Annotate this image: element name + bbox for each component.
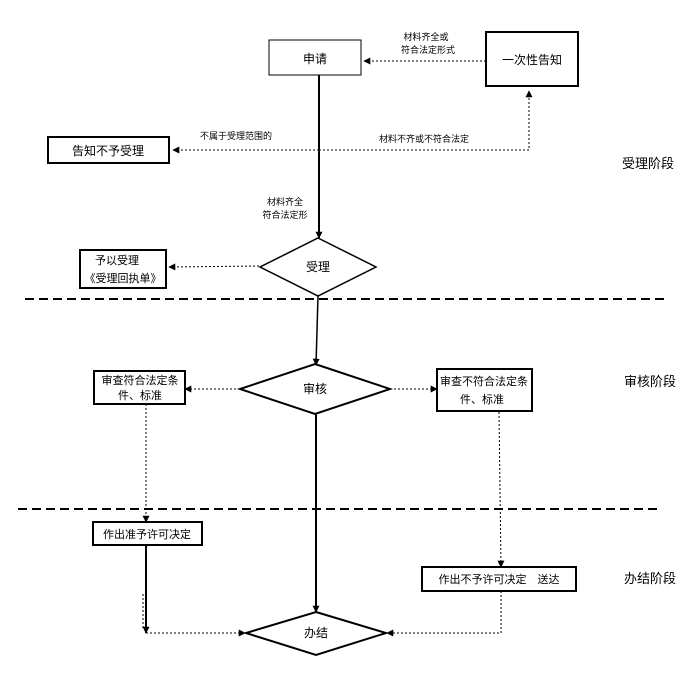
stage-label-completion: 办结阶段 bbox=[624, 572, 676, 587]
edge-label-out-of-scope: 不属于受理范围的 bbox=[200, 130, 272, 142]
node-notify-reject-label: 告知不予受理 bbox=[72, 144, 144, 158]
node-accept-label: 受理 bbox=[306, 260, 330, 274]
arrow-deny-to-complete bbox=[386, 591, 502, 637]
node-grant-accept-line2: 《受理回执单》 bbox=[85, 271, 162, 285]
node-apply-box bbox=[268, 39, 362, 76]
arrow-accept-to-receipt bbox=[168, 263, 260, 271]
node-review-diamond bbox=[236, 362, 394, 416]
node-not-meets-box bbox=[436, 368, 533, 412]
stage-label-acceptance: 受理阶段 bbox=[622, 157, 674, 172]
node-notify-reject-box bbox=[47, 136, 170, 164]
node-one-time-notice-label: 一次性告知 bbox=[502, 53, 562, 67]
edge-label-complete-legal-1: 材料齐全或 bbox=[403, 31, 448, 43]
node-meets-box bbox=[93, 370, 186, 405]
node-approve-decision-box bbox=[92, 521, 203, 546]
edge-label-complete-legal-2: 符合法定形式 bbox=[401, 44, 455, 56]
edge-label-incomplete: 材料不齐或不符合法定 bbox=[379, 133, 469, 145]
node-grant-accept-line1: 予以受理 bbox=[95, 254, 139, 267]
arrow-to-one-time-notice bbox=[319, 90, 533, 151]
arrow-not-meets-to-deny bbox=[497, 411, 505, 568]
node-complete-diamond bbox=[242, 610, 390, 657]
node-not-meets-line1: 审查不符合法定条 bbox=[440, 374, 528, 388]
node-review-label: 审核 bbox=[303, 381, 327, 396]
node-complete-label: 办结 bbox=[304, 625, 328, 640]
node-accept-diamond bbox=[258, 237, 378, 297]
arrow-accept-to-review bbox=[312, 295, 320, 366]
stage-label-review: 审核阶段 bbox=[624, 375, 676, 390]
node-one-time-notice-box bbox=[485, 31, 579, 87]
node-deny-decision-label: 作出不予许可决定 送达 bbox=[439, 572, 560, 586]
edge-label-complete-form-2: 符合法定形 bbox=[262, 209, 307, 221]
node-apply-label: 申请 bbox=[303, 52, 327, 66]
edge-label-complete-form-1: 材料齐全 bbox=[267, 196, 303, 208]
node-grant-accept-box bbox=[79, 249, 167, 289]
node-approve-decision-label: 作出准予许可决定 bbox=[103, 527, 191, 541]
node-deny-decision-box bbox=[421, 566, 577, 592]
node-meets-line1: 审查符合法定条 bbox=[102, 373, 179, 387]
node-not-meets-line2: 件、标准 bbox=[460, 392, 504, 406]
node-meets-line2: 件、标准 bbox=[118, 388, 162, 402]
